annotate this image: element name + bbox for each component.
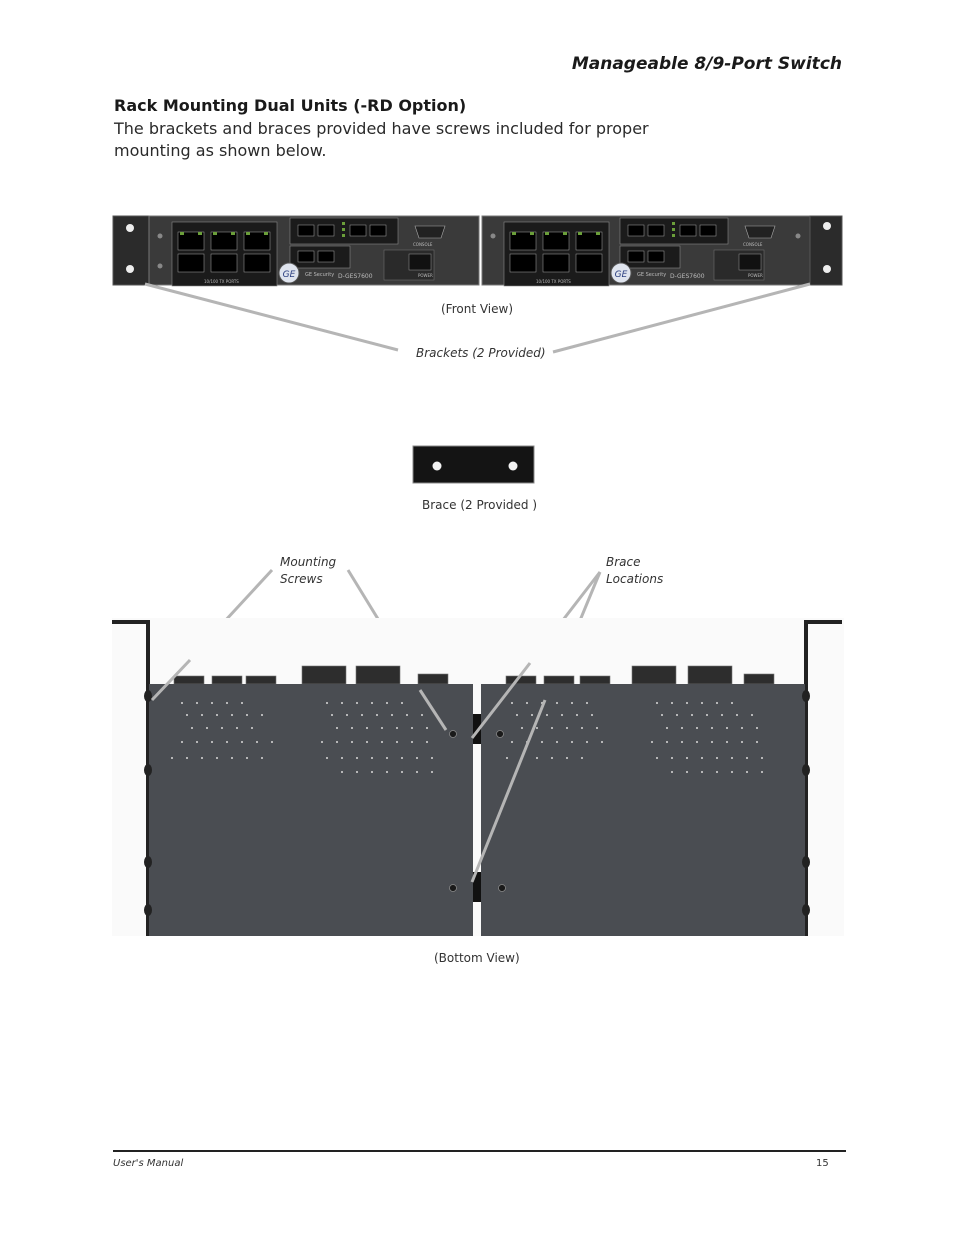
svg-text:10/100 TX PORTS: 10/100 TX PORTS bbox=[536, 279, 571, 284]
svg-text:GE Security: GE Security bbox=[305, 272, 334, 278]
footer-rule bbox=[113, 1150, 846, 1152]
svg-text:CONSOLE: CONSOLE bbox=[413, 242, 433, 247]
bottom-view-caption: (Bottom View) bbox=[434, 951, 520, 965]
section-title: Rack Mounting Dual Units (-RD Option) bbox=[114, 96, 467, 115]
svg-text:POWER: POWER bbox=[748, 273, 763, 278]
bottom-view-figure bbox=[112, 618, 844, 936]
svg-text:GE Security: GE Security bbox=[637, 272, 666, 278]
svg-text:D-GES7600: D-GES7600 bbox=[338, 273, 373, 280]
intro-paragraph: The brackets and braces provided have sc… bbox=[114, 119, 649, 160]
brackets-label: Brackets (2 Provided) bbox=[416, 346, 546, 360]
brace-image bbox=[412, 445, 535, 484]
svg-text:GE: GE bbox=[283, 270, 296, 280]
svg-text:POWER: POWER bbox=[418, 273, 433, 278]
front-view-figure: GE GE Security D-GES7600 CONSOLE POWER 1… bbox=[112, 215, 843, 287]
mounting-screws-label: Mounting Screws bbox=[280, 555, 337, 586]
page-number: 15 bbox=[816, 1158, 829, 1169]
front-view-caption: (Front View) bbox=[441, 302, 514, 316]
svg-text:CONSOLE: CONSOLE bbox=[743, 242, 763, 247]
svg-text:D-GES7600: D-GES7600 bbox=[670, 273, 705, 280]
svg-text:10/100 TX PORTS: 10/100 TX PORTS bbox=[204, 279, 239, 284]
svg-text:GE: GE bbox=[615, 270, 628, 280]
running-header: Manageable 8/9-Port Switch bbox=[571, 54, 842, 74]
brace-locations-label: Brace Locations bbox=[606, 555, 664, 586]
brace-caption: Brace (2 Provided ) bbox=[422, 498, 538, 512]
footer-manual-title: User's Manual bbox=[113, 1158, 184, 1169]
